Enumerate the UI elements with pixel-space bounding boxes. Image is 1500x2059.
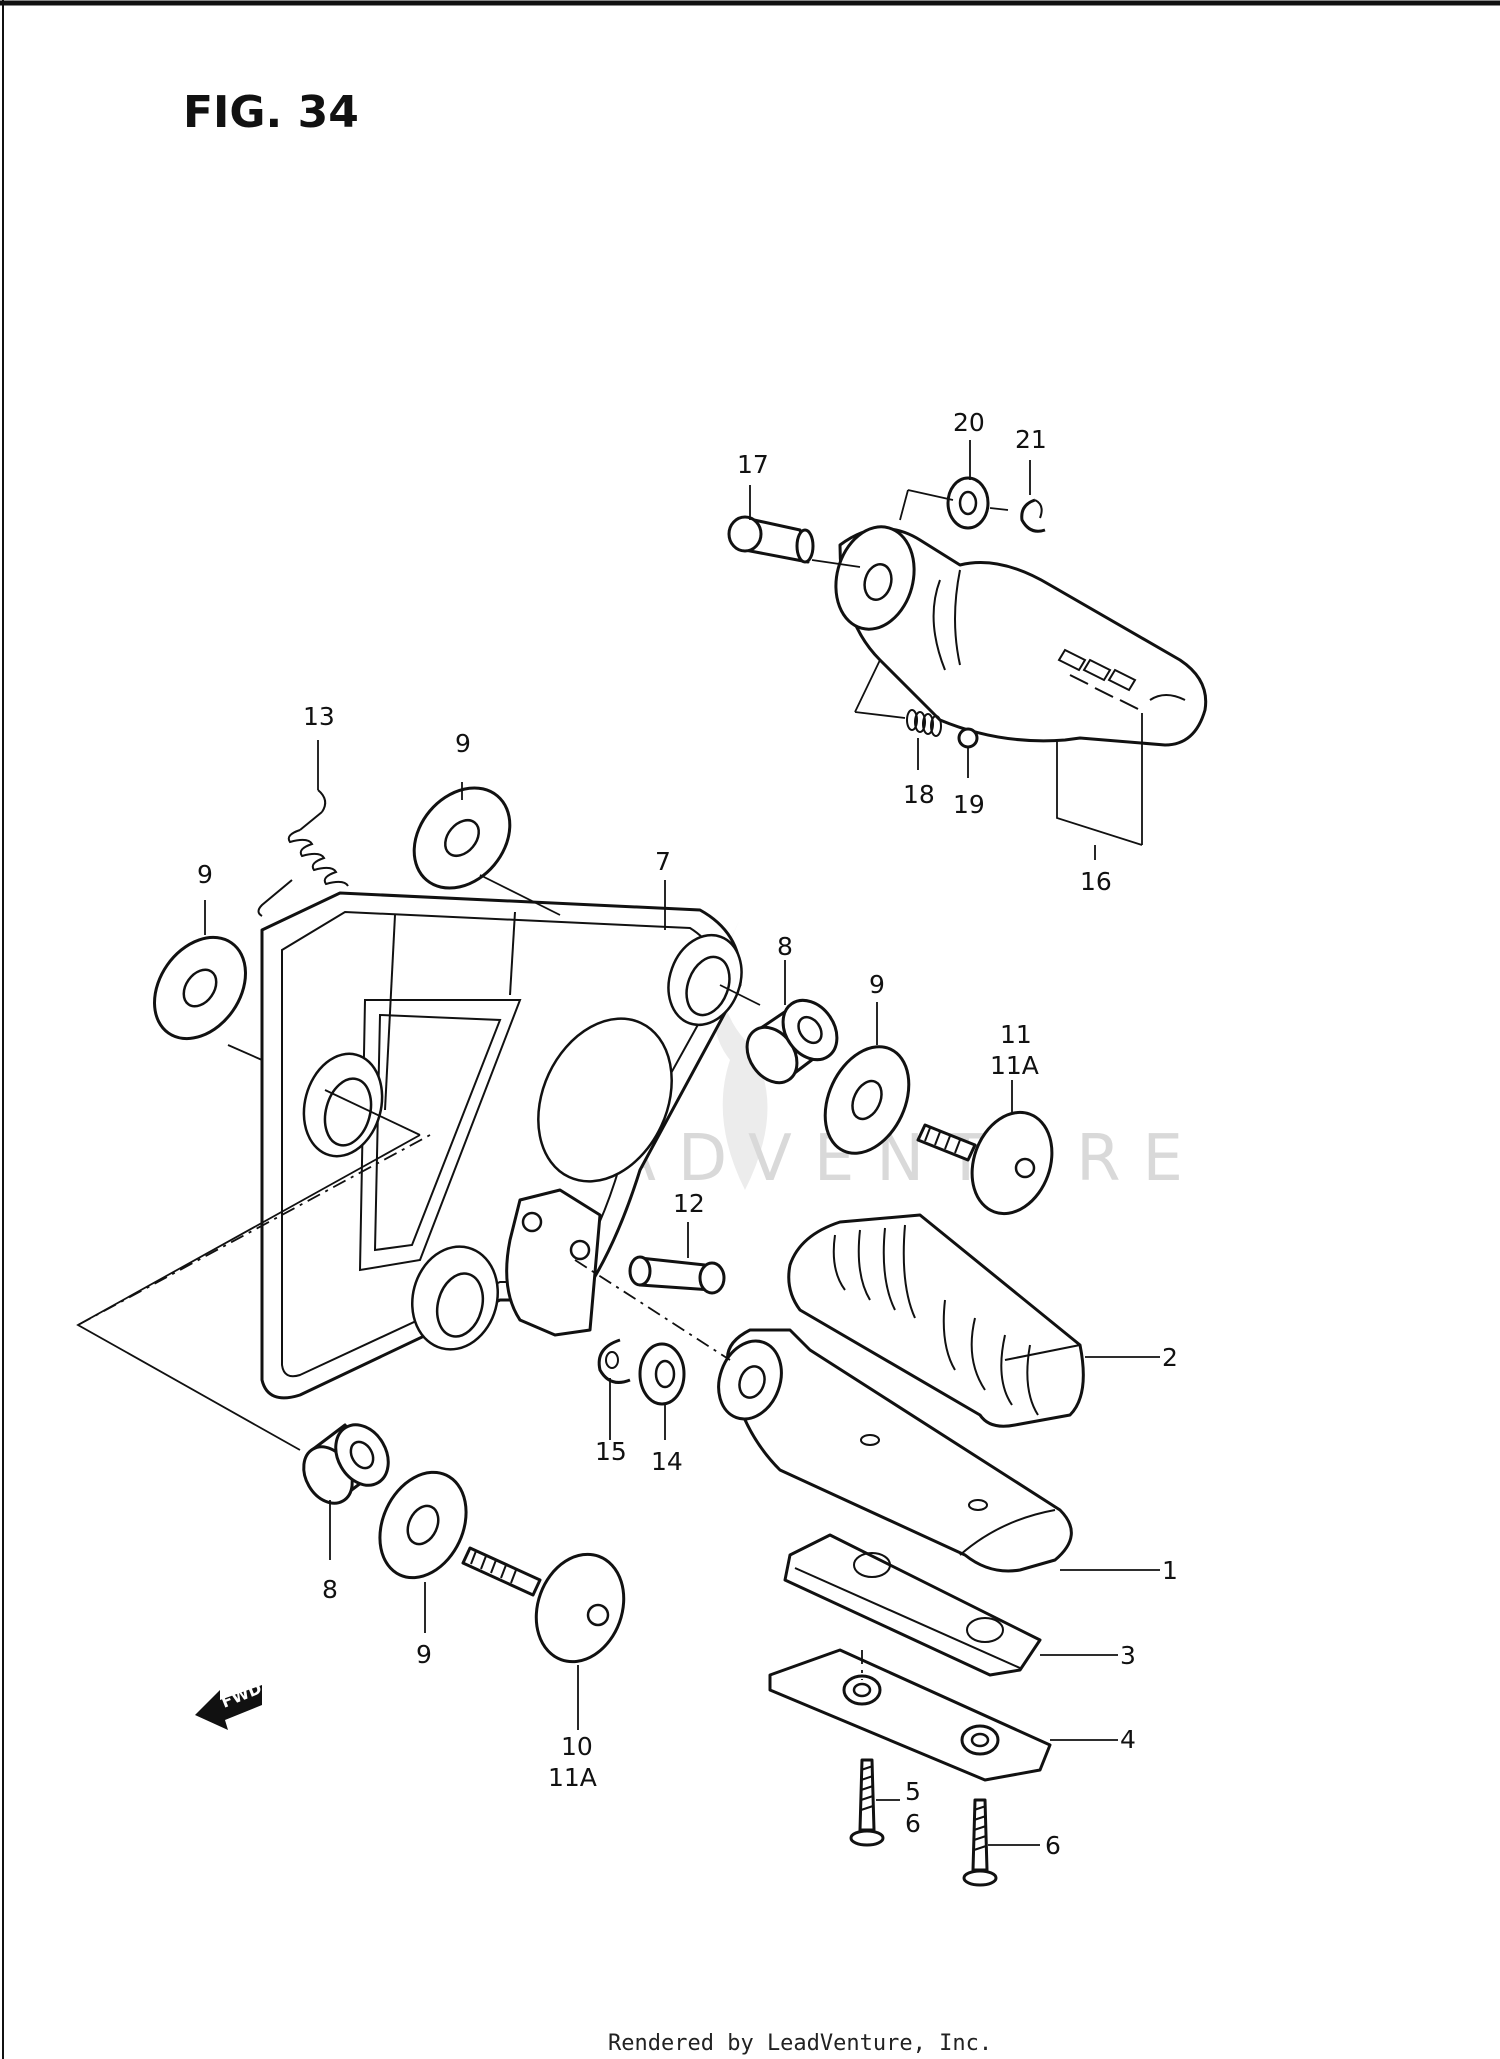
render-credit: Rendered by LeadVenture, Inc. [608,2031,992,2056]
bushing-part-8-right [745,998,839,1085]
callout-15: 15 [595,1437,627,1466]
callout-13: 13 [303,702,335,731]
callout-12: 12 [673,1189,705,1218]
callout-3: 3 [1120,1641,1136,1670]
bracket-plate-part-7 [260,891,743,1400]
callout-11a-lower: 11A [548,1763,597,1792]
callout-1: 1 [1162,1556,1178,1585]
washer-part-9-right [823,1045,911,1155]
callout-9d: 9 [416,1640,432,1669]
callout-labels: 2 1 3 4 5 6 6 7 8 8 9 9 9 9 10 11A 11 11… [197,408,1178,1860]
base-part-4 [768,1648,1052,1782]
callout-6a: 6 [905,1809,921,1838]
callout-2: 2 [1162,1343,1178,1372]
screw-part-5 [849,1758,885,1847]
clip-part-21 [1020,498,1046,533]
pin-part-12 [628,1255,726,1295]
callout-21: 21 [1015,425,1047,454]
spring-part-13 [257,789,349,917]
callout-6b: 6 [1045,1831,1061,1860]
pin-part-17 [727,515,815,564]
spring-part-18 [906,709,942,737]
callout-9c: 9 [869,970,885,999]
forward-direction-arrow: FWD [195,1678,264,1730]
callout-19: 19 [953,790,985,819]
callout-4: 4 [1120,1725,1136,1754]
washer-part-14 [638,1342,686,1406]
footpeg-part-1 [717,1328,1073,1573]
bushing-part-8-left [302,1423,390,1505]
callout-10: 10 [561,1732,593,1761]
washer-part-9-left [153,935,247,1041]
ball-part-19 [957,727,979,749]
leader-lines [76,440,1160,1846]
callout-9b: 9 [197,860,213,889]
washer-part-9-bottom [378,1470,468,1580]
callout-7: 7 [655,847,671,876]
screw-part-6 [962,1798,998,1887]
callout-14: 14 [651,1447,683,1476]
callout-8a: 8 [777,932,793,961]
washer-part-20 [946,476,990,530]
rubber-pad-part-2 [787,1213,1085,1428]
washer-part-9-top [412,786,512,890]
footpeg-part-16 [834,525,1208,747]
bolt-part-11 [916,1110,1054,1216]
e-clip-part-15 [597,1338,631,1384]
figure-title: FIG. 34 [183,87,359,138]
callout-11a-upper: 11A [990,1051,1039,1080]
callout-20: 20 [953,408,985,437]
callout-9a: 9 [455,729,471,758]
callout-8b: 8 [322,1575,338,1604]
callout-5: 5 [905,1777,921,1806]
callout-17: 17 [737,450,769,479]
plate-part-3 [783,1533,1042,1677]
callout-11: 11 [1000,1020,1032,1049]
callout-18: 18 [903,780,935,809]
bolt-part-10 [461,1546,626,1664]
callout-16: 16 [1080,867,1112,896]
